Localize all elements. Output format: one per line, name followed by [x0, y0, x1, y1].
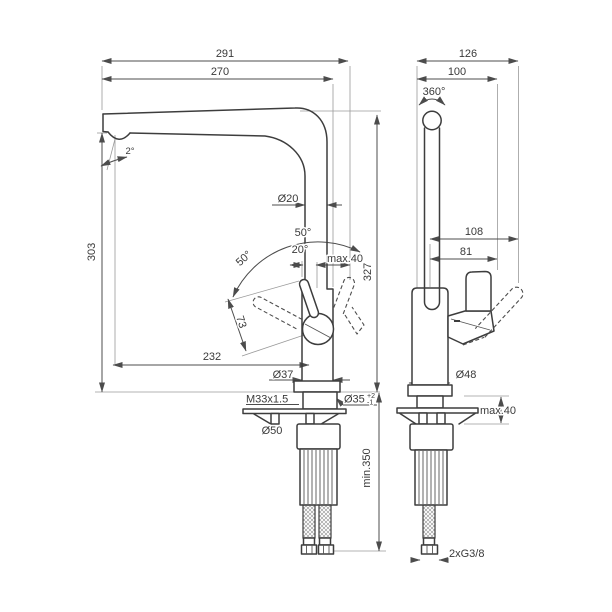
supply-hose: [302, 504, 316, 539]
dim-360deg: 360°: [423, 86, 446, 98]
front-handle-bar: [465, 270, 492, 312]
hose-nut: [317, 544, 335, 555]
hose-nut: [300, 544, 318, 555]
front-view-faucet: [396, 110, 524, 555]
dim-270: 270: [211, 66, 229, 78]
dim-2deg: 2°: [125, 146, 134, 157]
dim-327: 327: [362, 263, 374, 281]
base-flange: [293, 380, 341, 393]
front-thread-neck: [416, 395, 444, 409]
front-handle-joint: [447, 310, 495, 345]
dimension-labels: 291 270 2° 303 Ø20 50° 50° 20° max.40 32…: [85, 47, 518, 562]
aerator-dome: [107, 131, 131, 140]
front-base-flange: [407, 384, 453, 397]
handle-lever: [298, 278, 320, 319]
dim-50deg-side: 50°: [234, 249, 254, 269]
front-riser: [423, 127, 441, 311]
mounting-plate: [242, 408, 347, 415]
thread-neck: [302, 391, 338, 410]
handle-ball-joint: [301, 312, 335, 346]
dim-hose-thread: 2xG3/8: [449, 548, 484, 560]
threaded-shank: [299, 448, 338, 506]
dim-o35: Ø35: [344, 394, 365, 406]
front-spout-end: [422, 110, 442, 131]
dim-108: 108: [465, 226, 483, 238]
dim-20deg: 20°: [292, 244, 309, 256]
dim-100: 100: [448, 66, 466, 78]
dim-o37: Ø37: [273, 369, 294, 381]
dim-min350: min.350: [361, 448, 373, 487]
front-body: [411, 287, 449, 386]
supply-hose: [318, 504, 332, 539]
dim-81: 81: [460, 246, 472, 258]
front-lock-collar: [409, 423, 454, 451]
front-handle-dashed: [474, 286, 524, 338]
dim-o35-tol-plus: +2: [367, 393, 375, 400]
dim-291: 291: [216, 48, 234, 60]
dim-o35-tol-minus: -1: [367, 400, 373, 407]
dim-232: 232: [203, 351, 221, 363]
dim-m33: M33x1.5: [246, 394, 288, 406]
front-supply-hose: [422, 504, 436, 539]
dim-o50: Ø50: [262, 425, 283, 437]
dim-126: 126: [459, 48, 477, 60]
front-hose-nut: [420, 544, 439, 555]
dim-o48: Ø48: [456, 369, 477, 381]
dim-303: 303: [86, 243, 98, 261]
dim-50deg-upper: 50°: [295, 227, 312, 239]
dim-o20: Ø20: [278, 193, 299, 205]
lock-collar: [296, 423, 341, 450]
handle-dashed-front: [332, 276, 356, 315]
side-view-faucet: [102, 107, 365, 555]
handle-dashed-back: [252, 296, 302, 330]
dim-max40-side: max.40: [327, 253, 363, 265]
dim-max40-front: max.40: [480, 405, 516, 417]
dim-73: 73: [233, 314, 248, 329]
